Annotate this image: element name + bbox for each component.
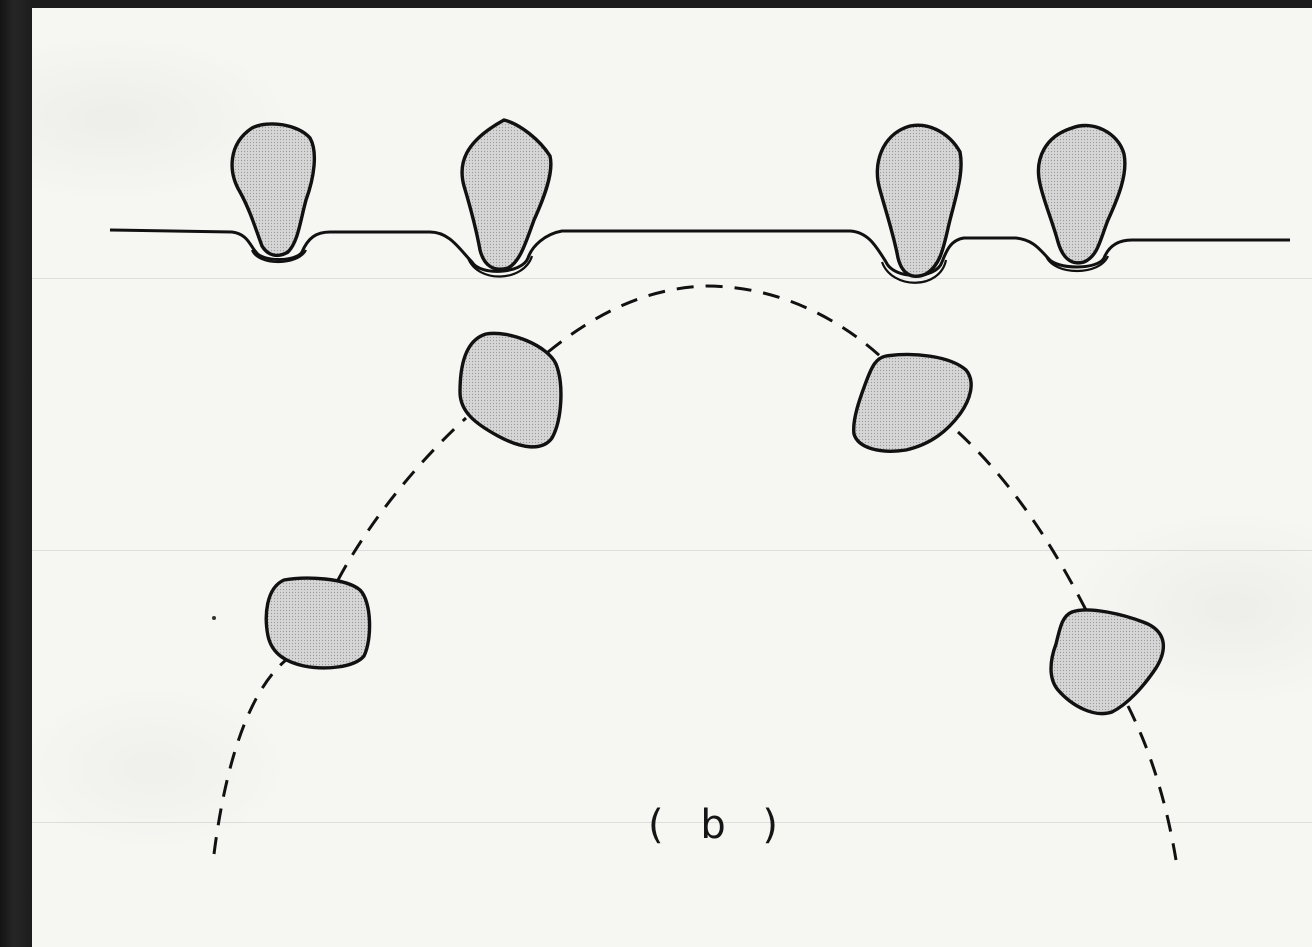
tooth-shape bbox=[458, 331, 563, 449]
scan-line bbox=[32, 550, 1312, 551]
dashed-arch bbox=[1126, 705, 1178, 861]
groove-outline bbox=[880, 259, 948, 284]
tooth-shape bbox=[875, 123, 963, 278]
dashed-arch bbox=[336, 416, 468, 581]
tooth-shape bbox=[1036, 123, 1127, 265]
dashed-arch bbox=[212, 658, 287, 855]
tooth-shape bbox=[460, 118, 553, 271]
tooth-shape bbox=[851, 352, 973, 453]
groove-outline bbox=[466, 255, 534, 278]
groove-outline bbox=[1044, 255, 1110, 273]
scan-line bbox=[32, 278, 1312, 279]
tooth-shape bbox=[264, 576, 372, 670]
groove-outline bbox=[250, 249, 307, 263]
tooth-shape bbox=[230, 122, 316, 258]
scan-line bbox=[32, 822, 1312, 823]
ink-speck bbox=[212, 616, 216, 620]
dashed-arch bbox=[547, 284, 882, 358]
figure-caption: ( b ) bbox=[648, 802, 791, 848]
tooth-shape bbox=[1049, 608, 1165, 716]
dashed-arch bbox=[956, 430, 1088, 611]
